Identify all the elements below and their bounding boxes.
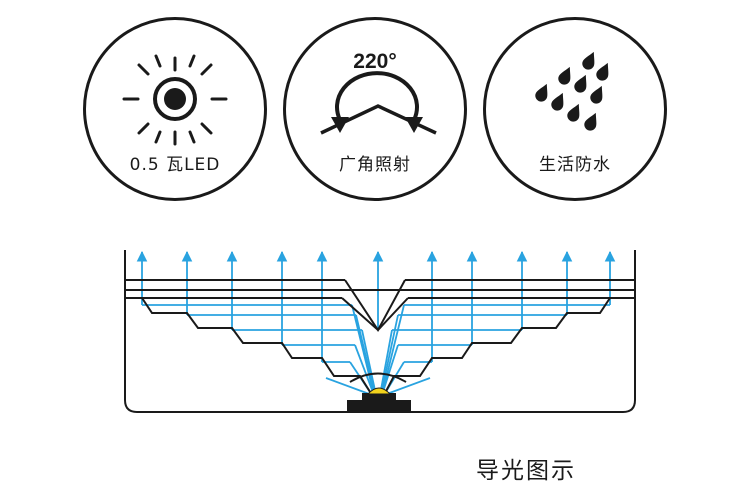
wide-angle-feature-badge: 220° 广角照射 (283, 17, 467, 201)
light-guide-diagram (124, 250, 636, 413)
feature-label-wide-angle: 广角照射 (339, 155, 411, 175)
diagram-caption: 导光图示 (476, 458, 576, 484)
angle-value: 220° (353, 50, 397, 73)
waterproof-feature-badge: 生活防水 (483, 17, 667, 201)
feature-label-waterproof: 生活防水 (539, 155, 611, 175)
led-mount (362, 393, 396, 402)
led-chip (366, 387, 392, 395)
led-base (347, 400, 411, 412)
feature-label-led: 0.5 瓦LED (129, 155, 221, 175)
led-feature-badge: 0.5 瓦LED (83, 17, 267, 201)
light-guide-plate (125, 279, 635, 396)
wide-angle-arrow-icon (320, 71, 437, 135)
sun-led-icon (122, 54, 228, 146)
